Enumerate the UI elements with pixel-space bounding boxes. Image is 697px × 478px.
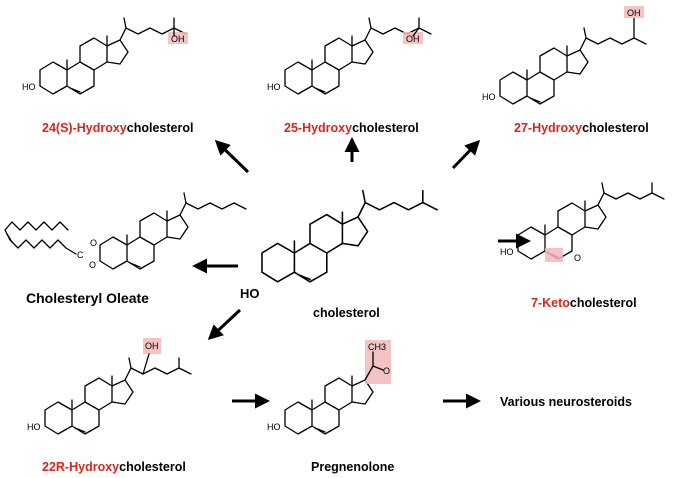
arrow-to-24s: [214, 139, 250, 174]
structure-24s-hydroxycholesterol: HO OH: [22, 17, 188, 95]
highlight-box: [168, 32, 188, 44]
atom-ho-center: HO: [240, 286, 260, 301]
atom-ho: HO: [500, 247, 514, 257]
atom-o-carbonyl: O: [90, 238, 97, 248]
label-25-hydroxycholesterol: 25-Hydroxycholesterol: [284, 121, 419, 135]
atom-ho: HO: [267, 422, 281, 432]
structure-27-hydroxycholesterol: HO OH: [482, 6, 647, 105]
label-24s-hydroxycholesterol: 24(S)-Hydroxycholesterol: [42, 121, 194, 135]
atom-oh: OH: [406, 34, 420, 44]
highlight-box: [545, 248, 563, 262]
structure-cholesteryl-oleate: C O O: [4, 192, 247, 270]
structure-cholesterol: [261, 189, 438, 283]
label-pregnenolone: Pregnenolone: [311, 460, 395, 474]
structure-pregnenolone: CH3 O HO: [267, 340, 391, 435]
atom-ho: HO: [267, 82, 281, 92]
arrow-to-27: [451, 139, 481, 170]
atom-ch3: CH3: [368, 342, 386, 352]
label-various-neurosteroids: Various neurosteroids: [500, 395, 632, 409]
highlight-box: [143, 338, 161, 354]
label-cholesterol: cholesterol: [313, 306, 380, 320]
structure-7-ketocholesterol: HO O: [500, 182, 665, 263]
atom-oh: OH: [627, 8, 641, 18]
atom-ho: HO: [482, 92, 496, 102]
label-cholesteryl-oleate: Cholesteryl Oleate: [26, 290, 149, 306]
label-27-hydroxycholesterol: 27-Hydroxycholesterol: [514, 121, 649, 135]
atom-o: O: [383, 366, 390, 376]
structure-25-hydroxycholesterol: HO OH: [267, 17, 432, 95]
label-22r-hydroxycholesterol: 22R-Hydroxycholesterol: [42, 460, 186, 474]
atom-ho: HO: [27, 422, 41, 432]
atom-o-keto: O: [574, 253, 581, 263]
atom-oh: OH: [145, 341, 159, 351]
label-7-ketocholesterol: 7-Ketocholesterol: [531, 296, 637, 310]
arrow-to-22r: [207, 308, 242, 341]
highlight-box: [624, 6, 644, 18]
atom-oh: OH: [171, 34, 185, 44]
atom-ho: HO: [22, 82, 36, 92]
structure-22r-hydroxycholesterol: HO OH: [27, 338, 192, 435]
highlight-box: [403, 32, 423, 44]
highlight-box: [365, 340, 391, 384]
atom-c: C: [77, 250, 84, 260]
atom-o-ester: O: [89, 260, 96, 270]
